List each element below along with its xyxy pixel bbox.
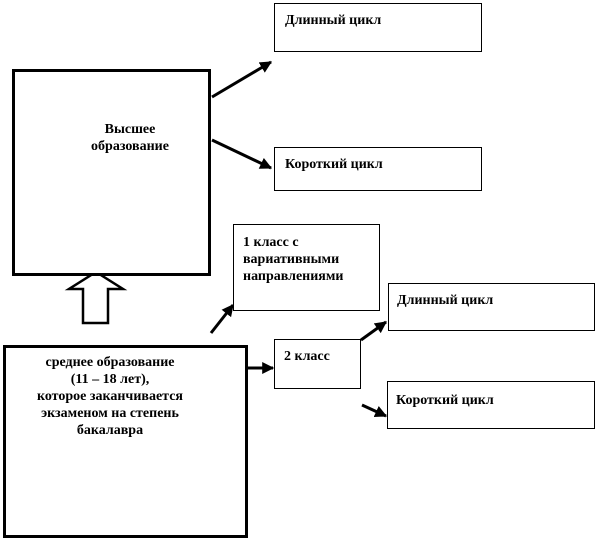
short-cycle-bottom-label: Короткий цикл bbox=[396, 393, 494, 408]
short-cycle-top-box: Короткий цикл bbox=[274, 147, 482, 191]
secondary-label-line1: среднее образование bbox=[45, 355, 175, 370]
arrow-to-short-cycle-bottom bbox=[361, 403, 388, 418]
arrow-to-long-cycle-top bbox=[211, 60, 273, 99]
class1-label-line3: направлениями bbox=[243, 269, 344, 284]
long-cycle-top-label: Длинный цикл bbox=[285, 13, 382, 28]
long-cycle-bottom-label: Длинный цикл bbox=[397, 293, 494, 308]
class1-label-line1: 1 класс с bbox=[243, 235, 299, 250]
secondary-label-line5: бакалавра bbox=[76, 423, 144, 438]
secondary-label-line4: экзаменом на степень bbox=[41, 406, 179, 421]
secondary-label-line2: (11 – 18 лет), bbox=[70, 372, 150, 387]
arrow-to-long-cycle-bottom bbox=[360, 320, 387, 342]
short-cycle-top-label: Короткий цикл bbox=[285, 157, 383, 172]
class1-label-line2: вариативными bbox=[243, 252, 340, 267]
hollow-up-arrow bbox=[64, 270, 128, 325]
class2-label: 2 класс bbox=[284, 349, 330, 364]
class2-box: 2 класс bbox=[274, 339, 361, 389]
arrow-to-short-cycle-top bbox=[211, 138, 273, 170]
long-cycle-top-box: Длинный цикл bbox=[274, 3, 482, 52]
secondary-label-line3: которое заканчивается bbox=[36, 389, 183, 404]
higher-education-label: Высшее образование bbox=[91, 122, 169, 154]
higher-education-box: Высшее образование bbox=[12, 69, 211, 276]
short-cycle-bottom-box: Короткий цикл bbox=[387, 381, 595, 429]
class1-box: 1 класс с вариативными направлениями bbox=[233, 224, 380, 311]
arrow-to-class1 bbox=[209, 304, 235, 334]
long-cycle-bottom-box: Длинный цикл bbox=[388, 283, 595, 331]
secondary-education-box: среднее образование (11 – 18 лет), котор… bbox=[3, 345, 248, 538]
